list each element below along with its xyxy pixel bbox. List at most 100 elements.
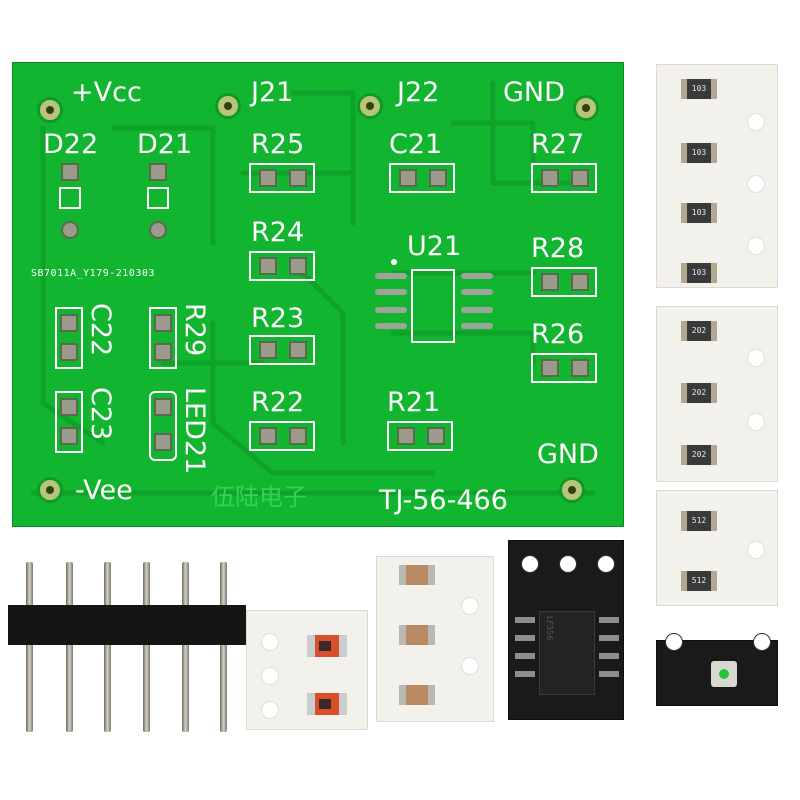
sprocket-hole (261, 701, 279, 719)
ic-marking: LF356 (545, 616, 554, 641)
led-bead-lens (719, 669, 729, 679)
vee-label: -Vee (75, 475, 133, 506)
j21-label: J21 (251, 77, 294, 108)
led-bead-tape (656, 633, 778, 706)
r23-footprint (249, 335, 315, 365)
r27-footprint (531, 163, 597, 193)
r29-label: R29 (179, 303, 210, 357)
r28-pad-2 (571, 273, 589, 291)
led21-footprint (149, 391, 177, 461)
u21-pin1-dot (391, 259, 397, 265)
sprocket-hole (747, 413, 765, 431)
sprocket-hole (559, 555, 577, 573)
gnd-bottom-label: GND (537, 439, 599, 470)
ic-lead (515, 653, 535, 659)
sprocket-hole (747, 349, 765, 367)
ic-lead (515, 617, 535, 623)
sprocket-hole (747, 175, 765, 193)
d21-label: D21 (137, 129, 193, 160)
u21-lead (375, 273, 407, 279)
j22-label: J22 (397, 77, 440, 108)
ic-lead (599, 617, 619, 623)
resistor-tape-202: 202 202 202 (656, 306, 778, 482)
resistor-chip: 103 (681, 203, 717, 223)
smd-capacitor (399, 685, 435, 705)
ic-lead (599, 671, 619, 677)
c21-footprint (389, 163, 455, 193)
d22-footprint (59, 187, 81, 209)
r27-label: R27 (531, 129, 585, 160)
resistor-chip: 512 (681, 571, 717, 591)
sprocket-hole (521, 555, 539, 573)
sprocket-hole (665, 633, 683, 651)
u21-label: U21 (407, 231, 462, 262)
u21-lead (461, 273, 493, 279)
smd-led (307, 635, 347, 657)
capacitor-tape (376, 556, 494, 722)
c23-footprint (55, 391, 83, 453)
resistor-tape-103: 103 103 103 103 (656, 64, 778, 288)
ic-lead (515, 671, 535, 677)
r25-pad-1 (259, 169, 277, 187)
d21-pad-2 (149, 221, 167, 239)
led21-pad-2 (154, 433, 172, 451)
u21-lead (461, 323, 493, 329)
sprocket-hole (461, 597, 479, 615)
sprocket-hole (747, 237, 765, 255)
r24-footprint (249, 251, 315, 281)
r21-label: R21 (387, 387, 441, 418)
r21-pad-1 (397, 427, 415, 445)
led-tape (246, 610, 368, 730)
ic-lead (515, 635, 535, 641)
resistor-chip: 512 (681, 511, 717, 531)
brand-watermark: 伍陆电子 (211, 483, 307, 511)
c22-footprint (55, 307, 83, 369)
ic-chip: LF356 (539, 611, 595, 695)
sprocket-hole (261, 667, 279, 685)
header-pin (26, 562, 33, 732)
j21-test-point (215, 93, 241, 119)
r27-pad-1 (541, 169, 559, 187)
sprocket-hole (747, 113, 765, 131)
sprocket-hole (597, 555, 615, 573)
gnd-top-label: GND (503, 77, 565, 108)
r23-pad-2 (289, 341, 307, 359)
c22-label: C22 (85, 303, 116, 357)
r29-pad-1 (154, 314, 172, 332)
resistor-chip: 103 (681, 143, 717, 163)
d22-pad (61, 163, 79, 181)
d22-label: D22 (43, 129, 99, 160)
sprocket-hole (747, 541, 765, 559)
d21-footprint (147, 187, 169, 209)
r26-footprint (531, 353, 597, 383)
r29-footprint (149, 307, 177, 369)
c22-pad-1 (60, 314, 78, 332)
ic-lead (599, 653, 619, 659)
r28-footprint (531, 267, 597, 297)
resistor-chip: 202 (681, 383, 717, 403)
r21-pad-2 (427, 427, 445, 445)
r24-pad-1 (259, 257, 277, 275)
vcc-test-point (37, 97, 63, 123)
smd-capacitor (399, 625, 435, 645)
pcb-board: +Vcc J21 J22 GND D22 D21 SB7011A_Y179-21… (12, 62, 624, 527)
smd-capacitor (399, 565, 435, 585)
r22-pad-1 (259, 427, 277, 445)
c23-pad-2 (60, 427, 78, 445)
vee-test-point (37, 477, 63, 503)
c23-label: C23 (85, 387, 116, 441)
led21-label: LED21 (179, 387, 210, 475)
sprocket-hole (461, 657, 479, 675)
r26-pad-1 (541, 359, 559, 377)
r28-pad-1 (541, 273, 559, 291)
part-number-label: TJ-56-466 (379, 485, 508, 516)
r21-footprint (387, 421, 453, 451)
vcc-label: +Vcc (71, 77, 142, 108)
header-pin (66, 562, 73, 732)
c23-pad-1 (60, 398, 78, 416)
r22-footprint (249, 421, 315, 451)
resistor-chip: 202 (681, 445, 717, 465)
d22-pad-2 (61, 221, 79, 239)
r26-label: R26 (531, 319, 585, 350)
c22-pad-2 (60, 343, 78, 361)
